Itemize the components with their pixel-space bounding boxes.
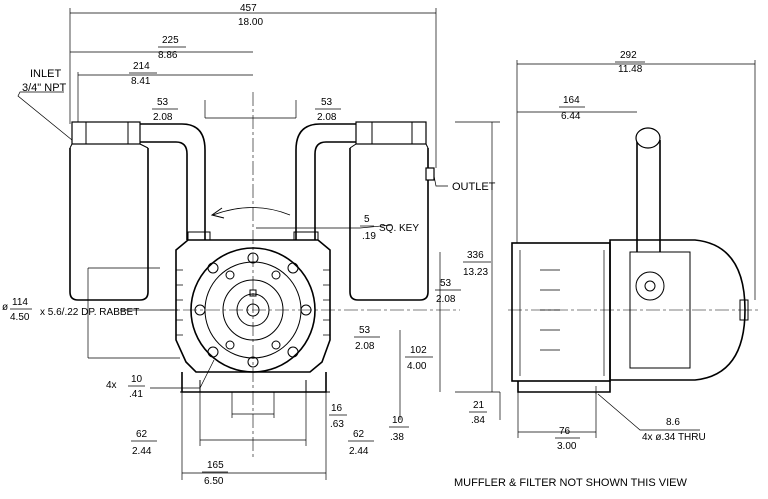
dim-hole-in: .41 (129, 389, 143, 400)
thru-mm: 8.6 (666, 417, 680, 428)
rabbet-prefix: ø (2, 302, 8, 313)
dim-shaft-upper-in: 2.08 (436, 294, 456, 305)
dim-457-mm: 457 (240, 3, 257, 14)
dim-214-in: 8.41 (131, 76, 151, 87)
rabbet-label: x 5.6/.22 DP. RABBET (40, 307, 139, 318)
dim-53-left-in: 2.08 (153, 112, 173, 123)
dim-225-mm: 225 (162, 35, 179, 46)
drawing-note: MUFFLER & FILTER NOT SHOWN THIS VIEW (454, 477, 687, 489)
side-view (511, 127, 749, 393)
dim-336-mm: 336 (467, 250, 484, 261)
dimension-text: 457 18.00 225 8.86 214 8.41 53 2.08 53 2… (2, 3, 706, 489)
dim-76-mm: 76 (559, 426, 571, 437)
outlet-label: OUTLET (452, 181, 496, 193)
dim-10-in: .38 (390, 432, 404, 443)
dim-21-in: .84 (471, 415, 485, 426)
dim-102-in: 4.00 (407, 361, 427, 372)
dim-key-in: .19 (362, 231, 376, 242)
dim-16-mm: 16 (331, 403, 343, 414)
dim-164-in: 6.44 (561, 111, 581, 122)
dim-164-mm: 164 (563, 95, 580, 106)
dim-key-mm: 5 (364, 214, 370, 225)
dim-53-right-mm: 53 (321, 97, 333, 108)
dim-292-mm: 292 (620, 50, 637, 61)
dim-62-right-in: 2.44 (349, 446, 369, 457)
dim-62-left-mm: 62 (136, 429, 148, 440)
dim-165-mm: 165 (207, 460, 224, 471)
dim-102-mm: 102 (410, 345, 427, 356)
dim-hole-mm: 10 (131, 374, 143, 385)
rabbet-mm: 114 (12, 297, 28, 308)
dim-214-mm: 214 (133, 61, 150, 72)
inlet-npt-label: 3/4" NPT (22, 82, 67, 94)
dim-336-in: 13.23 (463, 267, 488, 278)
sq-key-label: SQ. KEY (379, 223, 419, 234)
dim-62-right-mm: 62 (353, 429, 365, 440)
dim-21-mm: 21 (473, 400, 485, 411)
dim-292-in: 11.48 (618, 64, 643, 75)
dim-165-in: 6.50 (204, 476, 224, 487)
dim-225-in: 8.86 (158, 50, 178, 61)
thru-label: 4x ø.34 THRU (642, 432, 706, 443)
left-filter-canister (69, 121, 206, 301)
dim-457-in: 18.00 (238, 17, 263, 28)
right-filter-canister (295, 121, 435, 301)
dim-16-in: .63 (330, 419, 344, 430)
dim-shaft-lower-in: 2.08 (355, 341, 375, 352)
rabbet-in: 4.50 (10, 312, 30, 323)
hole-prefix: 4x (106, 380, 117, 391)
dim-53-left-mm: 53 (157, 97, 169, 108)
dimension-lines (17, 8, 756, 480)
dim-62-left-in: 2.44 (132, 446, 152, 457)
dim-shaft-upper-mm: 53 (440, 278, 452, 289)
inlet-label: INLET (30, 68, 61, 80)
dim-shaft-lower-mm: 53 (359, 325, 371, 336)
dim-10-mm: 10 (392, 415, 404, 426)
dim-53-right-in: 2.08 (317, 112, 337, 123)
dim-76-in: 3.00 (557, 441, 577, 452)
